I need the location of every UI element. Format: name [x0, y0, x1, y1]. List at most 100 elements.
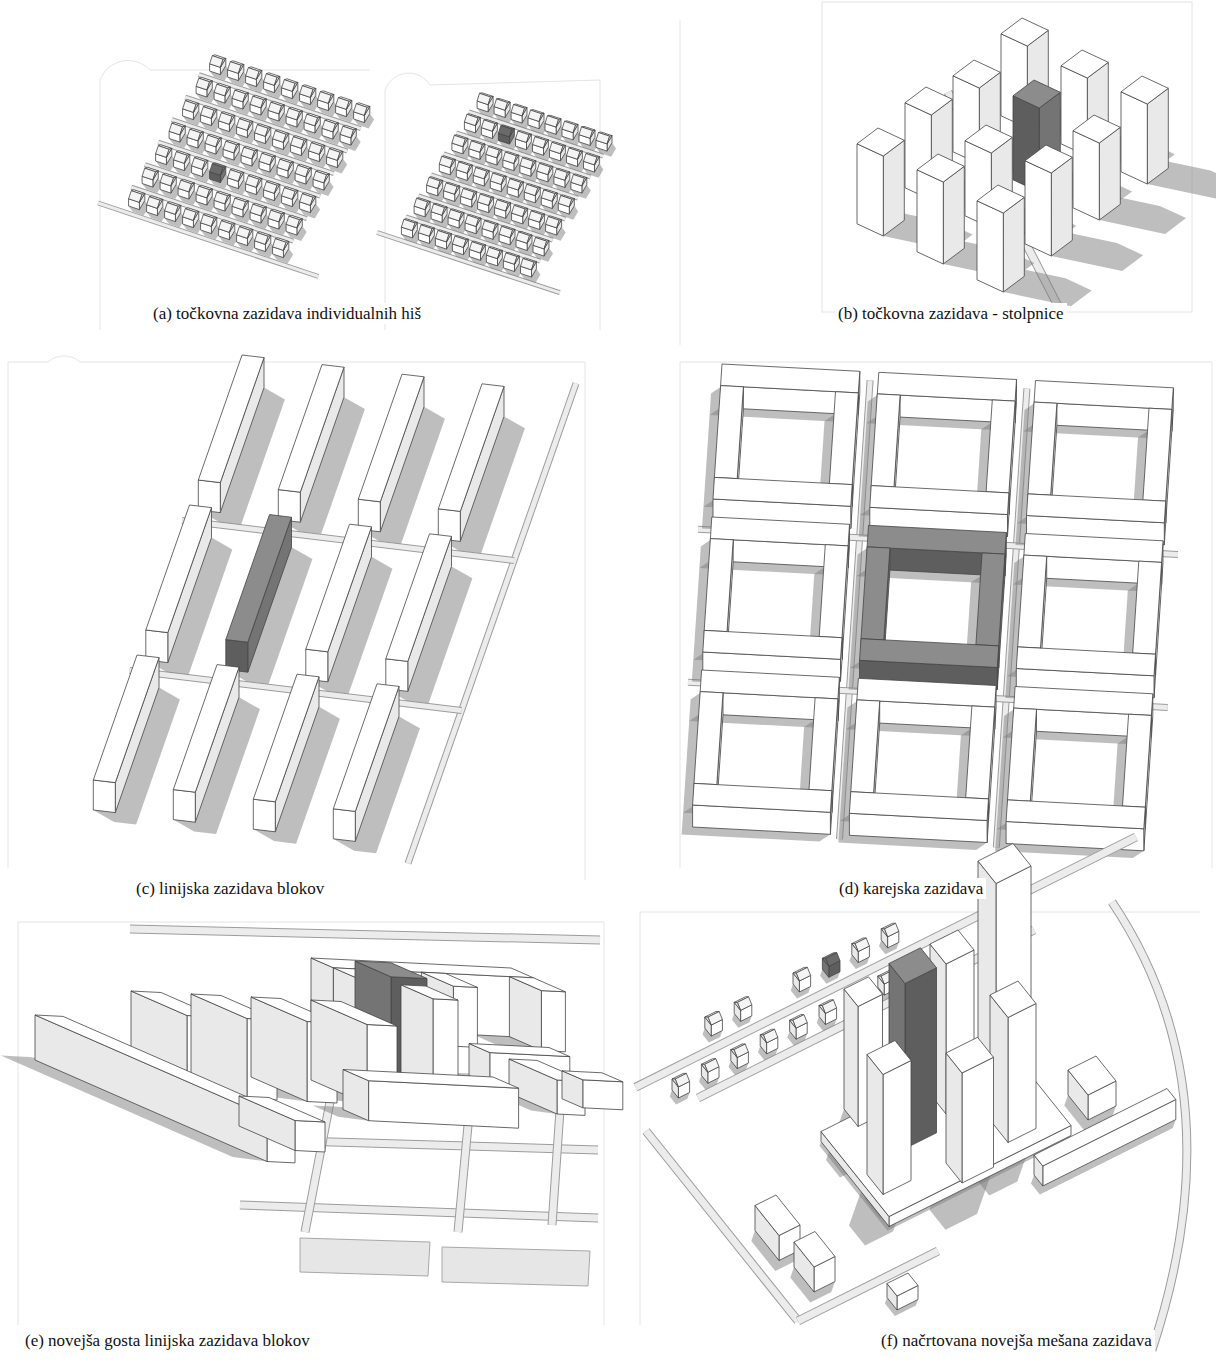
- building-roof: [311, 1000, 397, 1026]
- building-roof: [755, 1195, 800, 1236]
- building-roof: [867, 1041, 911, 1075]
- road-edge: [636, 837, 1137, 1087]
- panel-caption: (c) linijska zazidava blokov: [133, 878, 327, 899]
- gable-end: [279, 105, 284, 114]
- road-edge: [185, 97, 347, 151]
- gable-end: [514, 155, 519, 163]
- building-roof: [386, 534, 452, 662]
- gable-end: [569, 199, 574, 207]
- gable-end: [544, 140, 549, 148]
- building-roof: [358, 374, 424, 502]
- building-wall: [1008, 1004, 1036, 1143]
- building-roof: [509, 977, 565, 992]
- building-roof: [1034, 1089, 1176, 1167]
- building-wall: [962, 1057, 994, 1183]
- building-roof: [905, 87, 952, 115]
- building-roof: [861, 547, 890, 640]
- gable-end: [595, 157, 600, 165]
- building-roof: [253, 674, 319, 802]
- panel-frame: [680, 20, 681, 345]
- building-roof: [953, 60, 1000, 88]
- gable-end: [565, 172, 570, 180]
- building-roof: [917, 154, 964, 182]
- road-edge: [158, 142, 320, 196]
- gable-end: [171, 177, 176, 186]
- panel-frame: [822, 2, 1192, 312]
- gable-end: [265, 235, 270, 244]
- building-roof: [849, 792, 988, 821]
- panel-caption: (f) načrtovana novejša mešana zazidava: [878, 1330, 1155, 1351]
- building-roof: [694, 692, 723, 785]
- building-wall: [541, 991, 565, 1052]
- gable-end: [166, 148, 171, 157]
- building-roof: [198, 355, 264, 483]
- gable-end: [557, 220, 562, 228]
- gable-end: [333, 123, 338, 132]
- building-roof: [239, 1096, 325, 1122]
- building-wall: [333, 809, 355, 842]
- building-roof: [1073, 115, 1120, 143]
- gable-end: [315, 117, 320, 126]
- gable-end: [274, 184, 279, 193]
- building-wall: [295, 1121, 325, 1153]
- building-roof: [401, 985, 458, 1000]
- gable-end: [561, 145, 566, 153]
- gable-end: [234, 144, 239, 153]
- gable-end: [734, 1002, 740, 1010]
- gable-end: [510, 229, 515, 237]
- gable-end: [510, 129, 515, 137]
- building-wall: [93, 780, 115, 813]
- building-roof: [809, 698, 838, 791]
- gable-end: [364, 106, 369, 115]
- gable-end: [153, 171, 158, 180]
- building-roof: [333, 684, 399, 812]
- gable-end: [189, 183, 194, 192]
- building-roof: [966, 706, 995, 799]
- gable-end: [493, 224, 498, 232]
- gable-end: [184, 154, 189, 163]
- building-wall: [1051, 157, 1072, 256]
- gable-end: [476, 117, 481, 125]
- gable-end: [279, 213, 284, 222]
- panel-drawing: [1, 929, 623, 1286]
- road: [552, 1110, 560, 1225]
- gable-end: [211, 109, 216, 118]
- building-wall: [1099, 127, 1120, 220]
- gable-end: [157, 199, 162, 208]
- gable-end: [238, 172, 243, 181]
- gable-end: [531, 161, 536, 169]
- building-wall: [857, 144, 883, 236]
- building-roof: [1027, 494, 1166, 523]
- gable-end: [292, 190, 297, 199]
- building-roof: [1028, 402, 1057, 495]
- building-wall: [583, 1080, 623, 1110]
- building-roof: [887, 1273, 918, 1296]
- gable-end: [180, 126, 185, 135]
- gable-end: [261, 99, 266, 108]
- building-roof: [986, 400, 1015, 493]
- paved-area: [442, 1247, 590, 1286]
- panel-caption: (b) točkovna zazidava - stolpnice: [835, 303, 1067, 324]
- building-roof: [1018, 555, 1047, 648]
- gable-end: [731, 1050, 737, 1058]
- gable-end: [701, 1064, 707, 1072]
- building-roof: [1068, 1056, 1116, 1095]
- gable-end: [463, 138, 468, 146]
- gable-end: [220, 58, 225, 67]
- building-wall: [253, 799, 275, 832]
- building-roof: [1006, 800, 1145, 829]
- road: [199, 75, 361, 129]
- gable-end: [216, 138, 221, 147]
- gable-end: [760, 1035, 766, 1043]
- gable-end: [256, 178, 261, 187]
- panel-drawing: [636, 837, 1187, 1350]
- gable-end: [207, 81, 212, 90]
- gable-end: [476, 218, 481, 226]
- gable-end: [484, 171, 489, 179]
- building-roof: [946, 1037, 994, 1073]
- building-wall: [1025, 161, 1051, 256]
- building-roof: [1143, 408, 1172, 501]
- gable-end: [515, 256, 520, 264]
- gable-end: [472, 192, 477, 200]
- gable-end: [790, 1020, 796, 1028]
